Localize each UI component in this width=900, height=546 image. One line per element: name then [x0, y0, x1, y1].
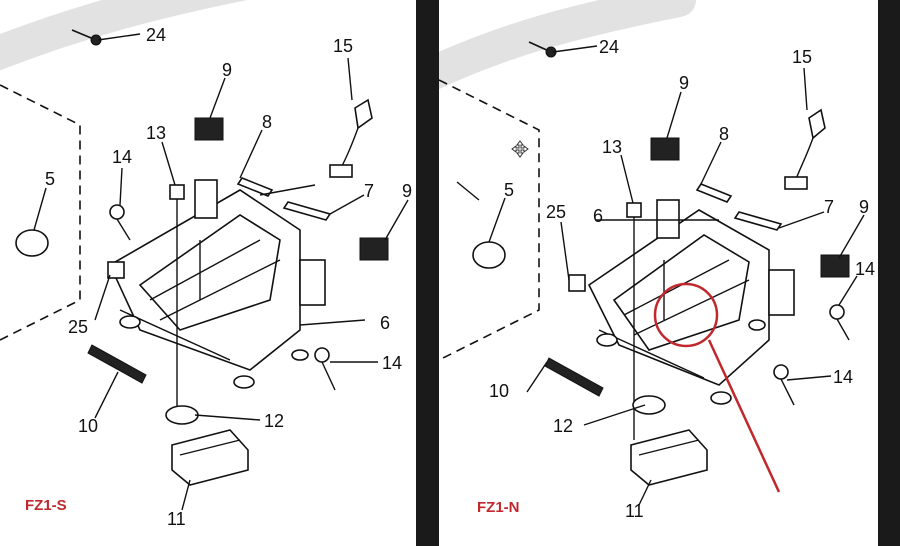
- left-damper-9a: [194, 117, 224, 141]
- left-plate-12: [165, 405, 199, 425]
- right-exploded-diagram: 24 15 9 13 8 5 25 6 7 9 14 10 14 12 11 F…: [439, 0, 875, 521]
- left-bolt-14a: [109, 204, 131, 241]
- right-callout-9a: 9: [679, 73, 689, 93]
- right-callout-6: 6: [593, 206, 603, 226]
- left-callout-13: 13: [146, 123, 166, 143]
- left-callout-5: 5: [45, 169, 55, 189]
- right-callout-12: 12: [553, 416, 573, 436]
- right-callout-24: 24: [599, 37, 619, 57]
- left-callout-15: 15: [333, 36, 353, 56]
- right-callout-8: 8: [719, 124, 729, 144]
- right-callout-15: 15: [792, 47, 812, 67]
- right-callout-9b: 9: [859, 197, 869, 217]
- right-background-band: [439, 0, 696, 90]
- right-callout-5: 5: [504, 180, 514, 200]
- left-mount-bracket: [108, 179, 326, 389]
- right-grommet-5: [472, 241, 506, 269]
- right-callout-13: 13: [602, 137, 622, 157]
- right-tape-8: [695, 183, 733, 203]
- left-callout-14a: 14: [112, 147, 132, 167]
- left-dashed-outline: [0, 84, 81, 341]
- right-bolt-14a: [829, 304, 850, 341]
- left-callout-12: 12: [264, 411, 284, 431]
- right-callout-14a: 14: [855, 259, 875, 279]
- left-exploded-diagram: 24 15 9 13 8 14 5 7 9 25 6 10 14 12 11 F…: [0, 0, 412, 529]
- left-callout-25: 25: [68, 317, 88, 337]
- left-diagram-panel: 24 15 9 13 8 14 5 7 9 25 6 10 14 12 11 F…: [0, 0, 416, 546]
- right-mount-bracket: [587, 199, 795, 405]
- right-relay-11: [630, 429, 708, 486]
- left-callout-7: 7: [364, 181, 374, 201]
- right-strip-10: [544, 357, 604, 397]
- right-screw-24: [528, 41, 557, 58]
- left-callout-24: 24: [146, 25, 166, 45]
- left-callout-9a: 9: [222, 60, 232, 80]
- move-cursor-icon: [511, 140, 529, 158]
- left-bracket-15: [329, 98, 373, 178]
- right-plate-12: [632, 395, 666, 415]
- left-screw-24: [71, 29, 102, 46]
- right-clip-25: [568, 274, 586, 292]
- right-model-label: FZ1-N: [477, 499, 520, 516]
- left-callout-14b: 14: [382, 353, 402, 373]
- left-background-band: [0, 0, 247, 71]
- right-damper-9b: [820, 254, 850, 278]
- left-clip-25: [107, 261, 125, 279]
- right-bracket-15: [784, 108, 826, 190]
- right-callout-14b: 14: [833, 367, 853, 387]
- left-relay-11: [171, 429, 249, 486]
- right-callout-7: 7: [824, 197, 834, 217]
- left-model-label: FZ1-S: [25, 497, 67, 514]
- right-bolt-14b: [773, 364, 795, 406]
- right-callout-11: 11: [625, 501, 644, 521]
- highlight-circle: [653, 282, 719, 348]
- left-nut-13: [169, 184, 185, 420]
- right-damper-9a: [650, 137, 680, 161]
- highlight-pointer-line: [707, 339, 781, 493]
- left-tape-8: [236, 177, 274, 197]
- right-callout-25: 25: [546, 202, 566, 222]
- right-edge-bar: [878, 0, 900, 546]
- right-callout-10: 10: [489, 381, 509, 401]
- left-strip-10: [87, 344, 147, 384]
- left-callout-9b: 9: [402, 181, 412, 201]
- panel-divider: [416, 0, 439, 546]
- left-callout-10: 10: [78, 416, 98, 436]
- left-bolt-14b: [314, 347, 336, 391]
- right-dashed-outline: [439, 79, 540, 361]
- left-grommet-5: [15, 229, 49, 257]
- left-damper-9b: [359, 237, 389, 261]
- left-callout-11: 11: [167, 509, 186, 529]
- left-callout-6: 6: [380, 313, 390, 333]
- right-diagram-panel: 24 15 9 13 8 5 25 6 7 9 14 10 14 12 11 F…: [439, 0, 878, 546]
- right-tape-7: [733, 211, 783, 231]
- left-tape-7: [282, 201, 332, 221]
- left-callout-8: 8: [262, 112, 272, 132]
